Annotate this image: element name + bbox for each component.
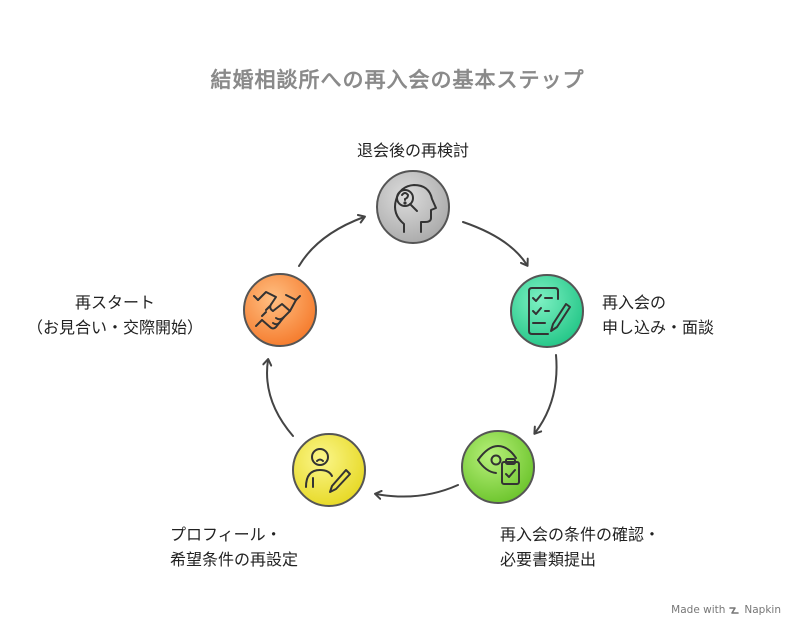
arrow-step1-to-step2: [462, 221, 529, 267]
step-3-label: 再入会の条件の確認・ 必要書類提出: [500, 522, 660, 572]
arrow-step3-to-step4: [374, 484, 459, 500]
arrow-step5-to-step1: [298, 213, 366, 267]
step-4-label: プロフィール・ 希望条件の再設定: [170, 522, 298, 572]
step-1-node: [376, 170, 450, 244]
step-3-line-1: 再入会の条件の確認・: [500, 525, 661, 544]
step-5-line-1: 再スタート: [74, 293, 155, 312]
step-5-line-2: （お見合い・交際開始）: [26, 318, 203, 337]
step-3-line-2: 必要書類提出: [500, 550, 597, 569]
diagram-title: 結婚相談所への再入会の基本ステップ: [210, 68, 585, 92]
checklist-pen-icon: [528, 287, 571, 335]
step-5-label: 再スタート （お見合い・交際開始）: [10, 290, 220, 340]
handshake-icon: [253, 291, 301, 330]
user-edit-icon: [305, 448, 351, 493]
made-with-text: Made with: [671, 604, 726, 616]
step-4-line-2: 希望条件の再設定: [170, 550, 299, 569]
head-question-icon: [394, 184, 437, 233]
arrow-step4-to-step5: [262, 358, 294, 437]
step-4-line-1: プロフィール・: [170, 525, 282, 544]
step-2-line-2: 申し込み・面談: [602, 318, 715, 337]
step-1-line-1: 退会後の再検討: [356, 141, 469, 160]
made-with-napkin-footer[interactable]: Made with Napkin: [671, 604, 781, 616]
step-5-node: [243, 273, 317, 347]
step-1-label: 退会後の再検討: [313, 138, 513, 163]
napkin-brand-text: Napkin: [744, 604, 781, 616]
step-2-line-1: 再入会の: [602, 293, 667, 312]
arrow-step2-to-step3: [533, 354, 558, 435]
step-4-node: [292, 433, 366, 507]
step-2-label: 再入会の 申し込み・面談: [602, 290, 714, 340]
napkin-logo-icon: [729, 606, 740, 614]
step-3-node: [461, 430, 535, 504]
eye-clipboard-icon: [477, 445, 520, 485]
step-2-node: [510, 274, 584, 348]
